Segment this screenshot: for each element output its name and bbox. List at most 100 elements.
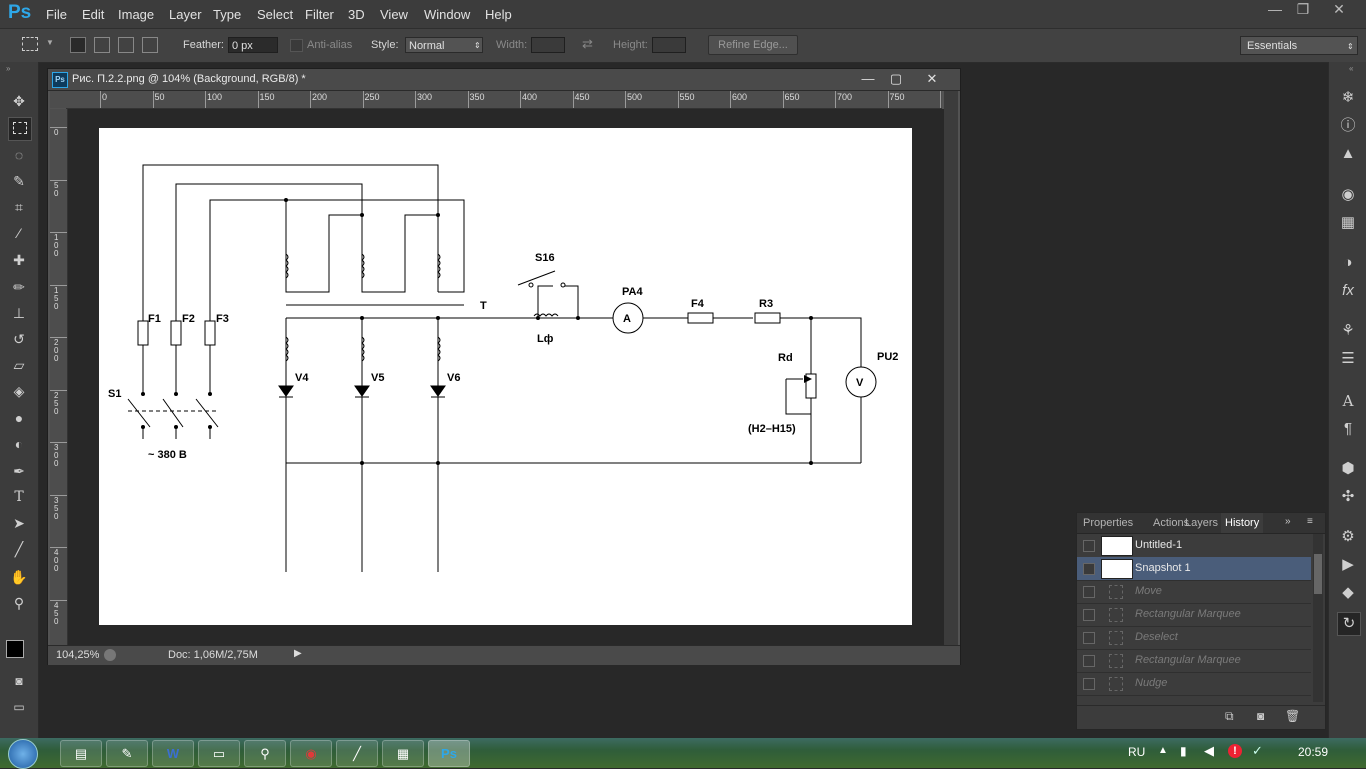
history-row[interactable]: Rectangular Marquee: [1077, 603, 1311, 627]
swatches-icon[interactable]: ▦: [1340, 214, 1356, 231]
new-document-from-state-icon[interactable]: ⧉: [1225, 709, 1234, 723]
path-select-tool-icon[interactable]: ➤: [13, 515, 25, 531]
history-brush-source-checkbox[interactable]: [1083, 632, 1095, 644]
quick-mask-icon[interactable]: ◙: [15, 674, 23, 688]
history-brush-source-checkbox[interactable]: [1083, 655, 1095, 667]
refine-edge-button[interactable]: Refine Edge...: [708, 35, 798, 55]
menu-type[interactable]: Type: [213, 7, 242, 22]
color-icon[interactable]: ◉: [1341, 186, 1355, 203]
history-row[interactable]: Untitled-1: [1077, 534, 1311, 558]
menu-window[interactable]: Window: [424, 7, 471, 22]
search-taskbar-icon[interactable]: ⚲: [244, 740, 286, 767]
crop-tool-icon[interactable]: ⌗: [15, 199, 23, 215]
paths-icon[interactable]: ✣: [1341, 488, 1355, 505]
start-button[interactable]: [8, 739, 38, 769]
dodge-tool-icon[interactable]: ◐: [14, 436, 24, 452]
chevron-down-icon[interactable]: ▼: [46, 38, 54, 47]
swap-icon[interactable]: ⇄: [582, 36, 593, 51]
brush-presets-icon[interactable]: ⚘: [1341, 322, 1355, 339]
history-scrollbar[interactable]: [1313, 534, 1323, 702]
menu-view[interactable]: View: [380, 7, 408, 22]
type-tool-icon[interactable]: T: [14, 489, 24, 505]
volume-icon[interactable]: ◀: [1204, 743, 1214, 758]
width-input[interactable]: [531, 37, 565, 53]
clock[interactable]: 20:59: [1298, 745, 1329, 759]
blur-tool-icon[interactable]: ●: [14, 410, 24, 426]
history-brush-tool-icon[interactable]: ↺: [13, 331, 25, 347]
history-row[interactable]: Move: [1077, 580, 1311, 604]
screen-mode-icon[interactable]: ▭: [13, 700, 25, 714]
paint-bucket-tool-icon[interactable]: ◈: [13, 383, 25, 399]
menu-help[interactable]: Help: [485, 7, 512, 22]
navigator-icon[interactable]: ❄: [1341, 89, 1355, 106]
history-brush-source-checkbox[interactable]: [1083, 586, 1095, 598]
character-icon[interactable]: A: [1342, 392, 1354, 410]
zoom-level[interactable]: 104,25%: [56, 649, 100, 661]
vertical-scrollbar[interactable]: [944, 91, 958, 649]
pen-taskbar-icon[interactable]: ╱: [336, 740, 378, 767]
opera-taskbar-icon[interactable]: ◉: [290, 740, 332, 767]
menu-image[interactable]: Image: [118, 7, 155, 22]
tab-history[interactable]: History: [1221, 513, 1264, 533]
history-row[interactable]: Deselect: [1077, 626, 1311, 650]
collapse-icon[interactable]: »: [6, 64, 11, 73]
doc-maximize-button[interactable]: ▢: [889, 71, 903, 86]
network-icon[interactable]: ▮: [1180, 744, 1187, 758]
language-indicator[interactable]: RU: [1128, 745, 1146, 759]
history-row[interactable]: Nudge: [1077, 672, 1311, 696]
hand-tool-icon[interactable]: ✋: [10, 569, 28, 585]
timeline-icon[interactable]: ▶: [1342, 556, 1354, 573]
antialias-checkbox[interactable]: [290, 39, 303, 52]
status-menu-arrow-icon[interactable]: ▶: [294, 648, 302, 659]
menu-layer[interactable]: Layer: [169, 7, 202, 22]
alert-icon[interactable]: !: [1228, 744, 1242, 758]
tab-layers[interactable]: Layers: [1185, 517, 1219, 529]
history-brush-source-checkbox[interactable]: [1083, 563, 1095, 575]
app-taskbar-icon[interactable]: ▦: [382, 740, 424, 767]
clone-source-icon[interactable]: ⚙: [1341, 528, 1355, 545]
feather-input[interactable]: 0 px: [228, 37, 278, 53]
menu-filter[interactable]: Filter: [305, 7, 334, 22]
eyedropper-tool-icon[interactable]: ⁄: [17, 225, 21, 241]
explorer-taskbar-icon[interactable]: ▤: [60, 740, 102, 767]
paragraph-icon[interactable]: ¶: [1343, 420, 1353, 437]
panel-expand-icon[interactable]: »: [1285, 516, 1291, 527]
clone-stamp-tool-icon[interactable]: ⊥: [12, 305, 26, 321]
brush-tool-icon[interactable]: ✏: [13, 279, 25, 295]
folder-taskbar-icon[interactable]: ▭: [198, 740, 240, 767]
camera-icon[interactable]: ◙: [1257, 709, 1265, 723]
app-minimize-button[interactable]: —: [1268, 1, 1282, 17]
rect-marquee-tool-icon[interactable]: [8, 117, 32, 141]
add-selection-icon[interactable]: [94, 37, 110, 53]
photoshop-taskbar-icon[interactable]: Ps: [428, 740, 470, 767]
canvas-area[interactable]: F1 F2 F3 S1 ~ 380 В T V4 V5 V6 S16 Lф PA…: [68, 109, 958, 649]
ruler-origin[interactable]: [50, 91, 66, 108]
antivirus-icon[interactable]: ✓: [1252, 743, 1263, 758]
word-taskbar-icon[interactable]: W: [152, 740, 194, 767]
tab-actions[interactable]: Actions: [1153, 517, 1190, 529]
brush-settings-icon[interactable]: ☰: [1341, 350, 1355, 367]
history-panel-icon[interactable]: ↻: [1337, 612, 1361, 636]
document-titlebar[interactable]: Ps Рис. П.2.2.png @ 104% (Background, RG…: [48, 69, 960, 91]
tab-properties[interactable]: Properties: [1083, 517, 1134, 529]
doc-close-button[interactable]: ✕: [926, 71, 938, 86]
menu-file[interactable]: File: [46, 7, 67, 22]
height-input[interactable]: [652, 37, 686, 53]
menu-select[interactable]: Select: [257, 7, 294, 22]
menu-3d[interactable]: 3D: [348, 7, 365, 22]
history-brush-source-checkbox[interactable]: [1083, 678, 1095, 690]
app-close-button[interactable]: ✕: [1333, 1, 1345, 17]
doc-minimize-button[interactable]: —: [861, 71, 875, 86]
move-tool-icon[interactable]: ✥: [13, 93, 25, 109]
trash-icon[interactable]: 🗑: [1285, 709, 1301, 723]
history-row[interactable]: Rectangular Marquee: [1077, 649, 1311, 673]
eraser-tool-icon[interactable]: ▱: [13, 357, 25, 373]
panel-menu-icon[interactable]: ≡: [1307, 516, 1313, 527]
image-canvas[interactable]: [99, 128, 912, 625]
zoom-tool-icon[interactable]: ⚲: [13, 595, 25, 611]
style-select[interactable]: Normal⇕: [405, 37, 483, 53]
history-row[interactable]: Snapshot 1: [1077, 557, 1311, 581]
history-brush-source-checkbox[interactable]: [1083, 540, 1095, 552]
